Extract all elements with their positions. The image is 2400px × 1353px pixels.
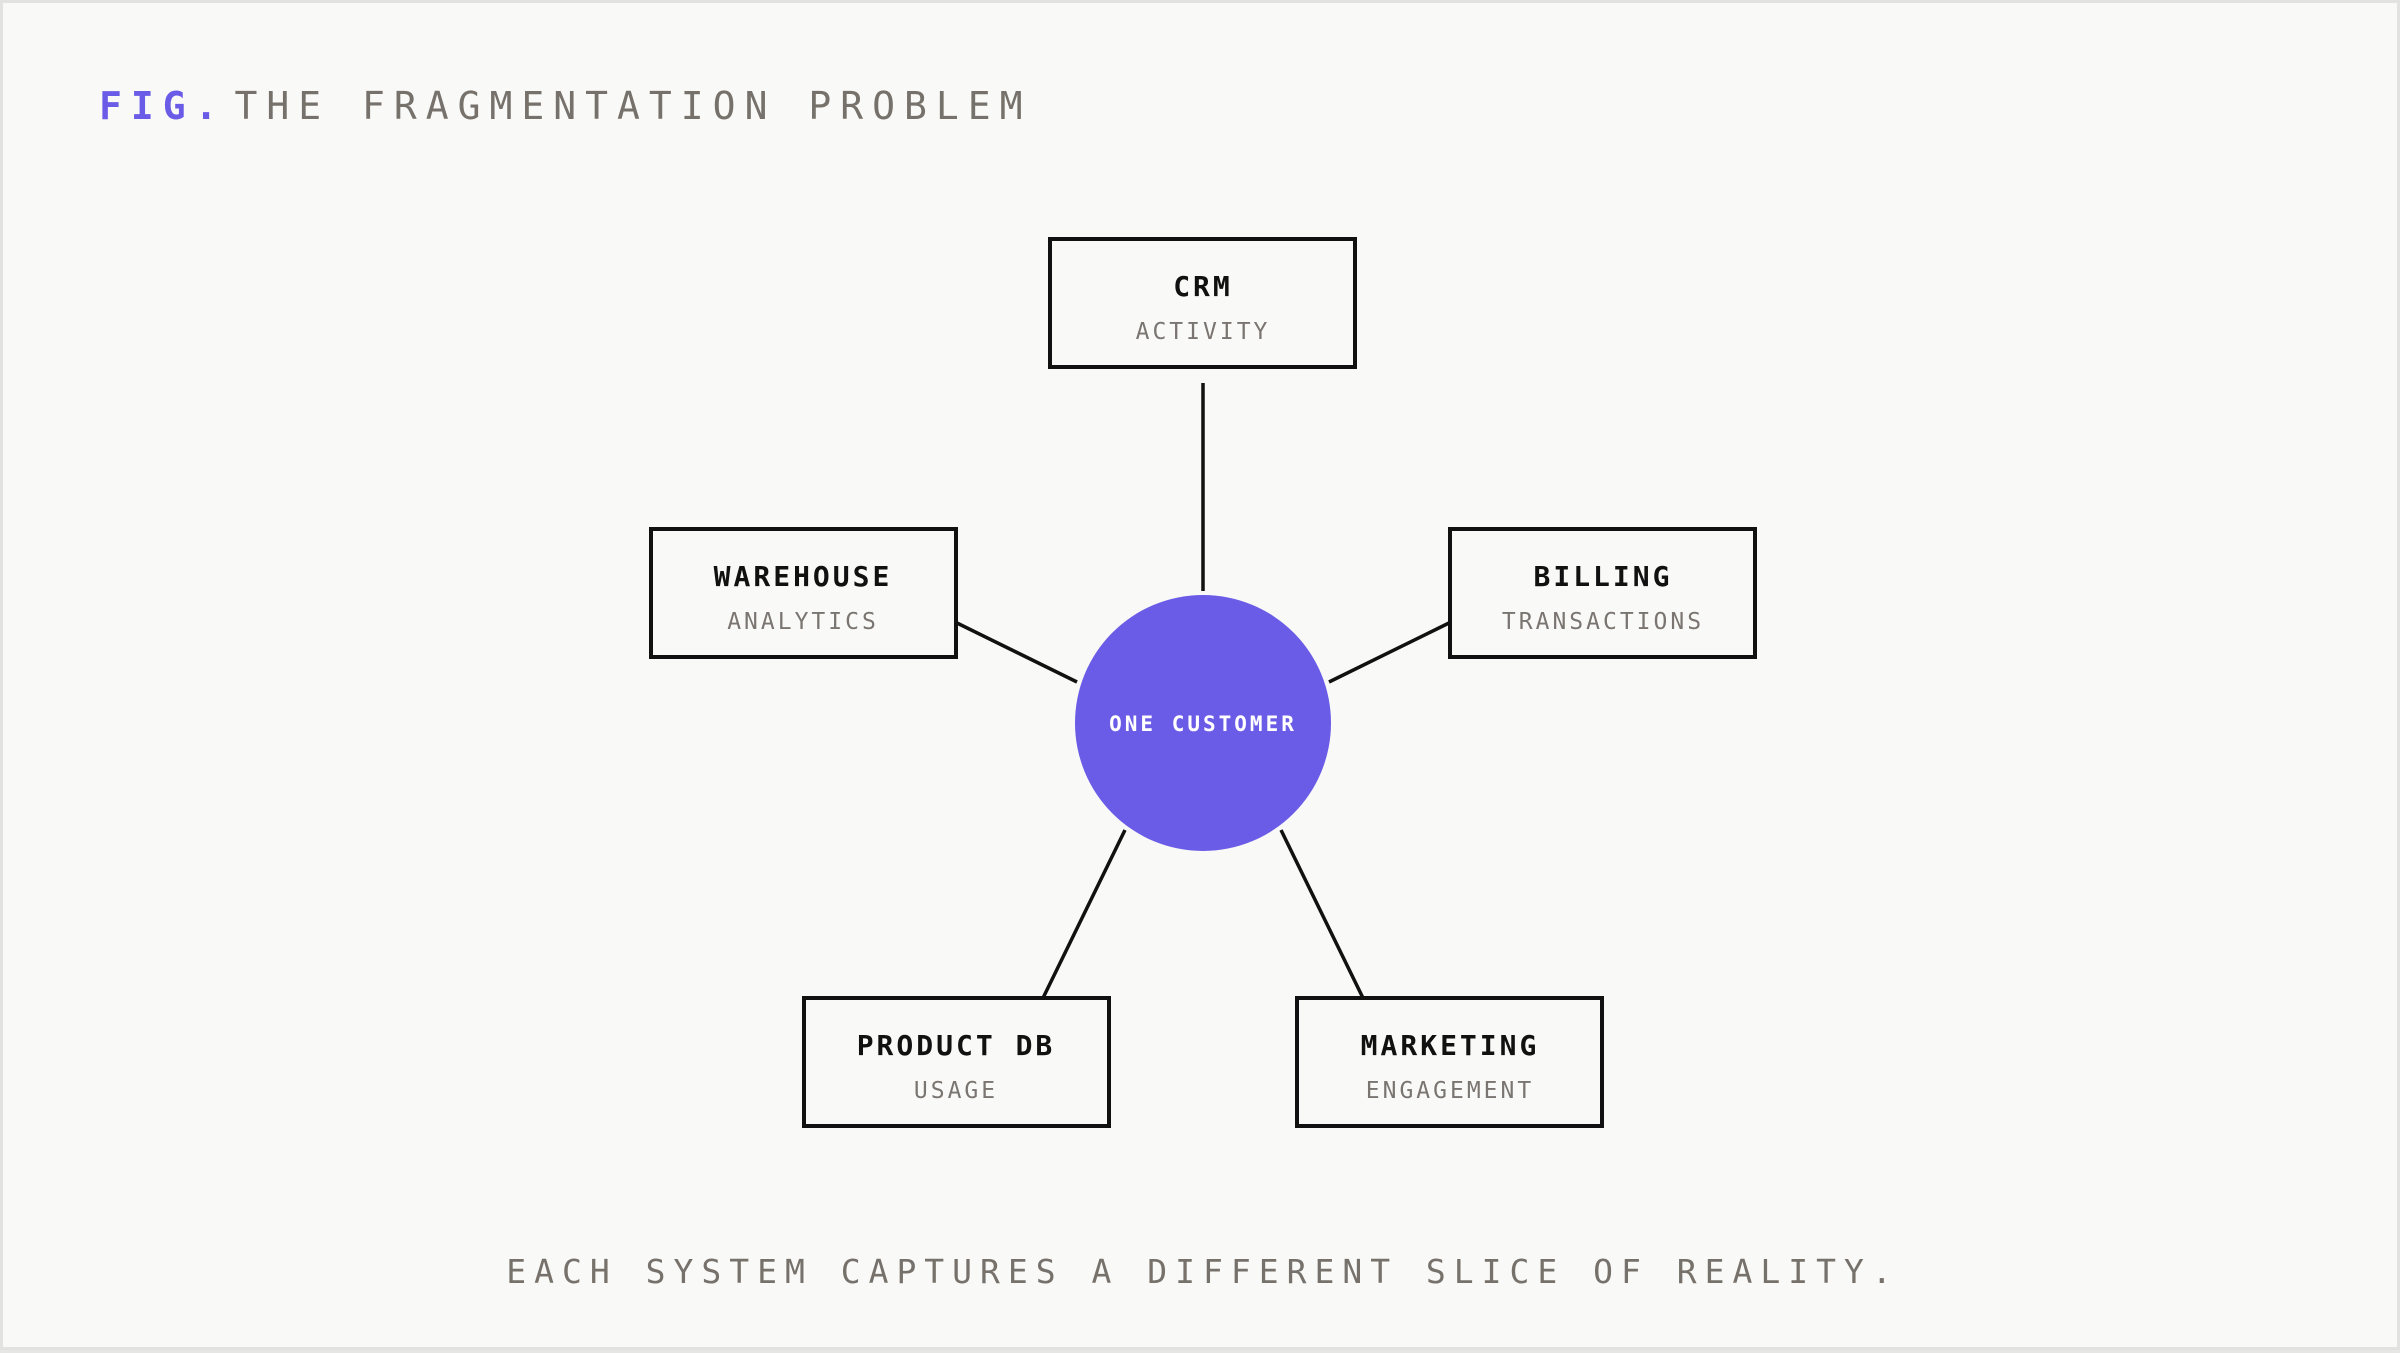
- node-marketing: MARKETING ENGAGEMENT: [1295, 996, 1604, 1128]
- center-label: ONE CUSTOMER: [1109, 712, 1297, 736]
- node-title: PRODUCT DB: [857, 1029, 1056, 1062]
- center-circle: [1075, 595, 1331, 851]
- connectors: [956, 383, 1450, 999]
- connector-warehouse: [956, 621, 1078, 684]
- connector-billing: [1328, 621, 1450, 684]
- figure-prefix: FIG.: [99, 84, 227, 128]
- node-billing: BILLING TRANSACTIONS: [1448, 527, 1757, 659]
- hub-diagram: ONE CUSTOMER CRM ACTIVITY WAREHOUSE ANAL…: [649, 237, 1757, 1128]
- node-box: [1448, 527, 1757, 659]
- node-subtitle: TRANSACTIONS: [1502, 609, 1704, 635]
- node-product-db: PRODUCT DB USAGE: [802, 996, 1111, 1128]
- node-box: [649, 527, 958, 659]
- node-subtitle: ACTIVITY: [1136, 319, 1271, 345]
- figure-caption: EACH SYSTEM CAPTURES A DIFFERENT SLICE O…: [506, 1252, 1900, 1291]
- node-title: WAREHOUSE: [714, 560, 893, 593]
- node-subtitle: USAGE: [914, 1078, 998, 1104]
- node-crm: CRM ACTIVITY: [1048, 237, 1357, 369]
- center-hub: ONE CUSTOMER: [1075, 595, 1331, 851]
- figure-title: FIG.THE FRAGMENTATION PROBLEM: [99, 87, 1031, 125]
- node-title: MARKETING: [1361, 1029, 1540, 1062]
- figure-title-text: THE FRAGMENTATION PROBLEM: [234, 84, 1032, 128]
- node-box: [1048, 237, 1357, 369]
- node-box: [1295, 996, 1604, 1128]
- connector-product-db: [1041, 829, 1127, 999]
- node-box: [802, 996, 1111, 1128]
- node-subtitle: ANALYTICS: [727, 609, 879, 635]
- node-title: BILLING: [1533, 560, 1672, 593]
- node-subtitle: ENGAGEMENT: [1366, 1078, 1534, 1104]
- node-warehouse: WAREHOUSE ANALYTICS: [649, 527, 958, 659]
- node-title: CRM: [1173, 270, 1233, 303]
- connector-marketing: [1279, 829, 1365, 999]
